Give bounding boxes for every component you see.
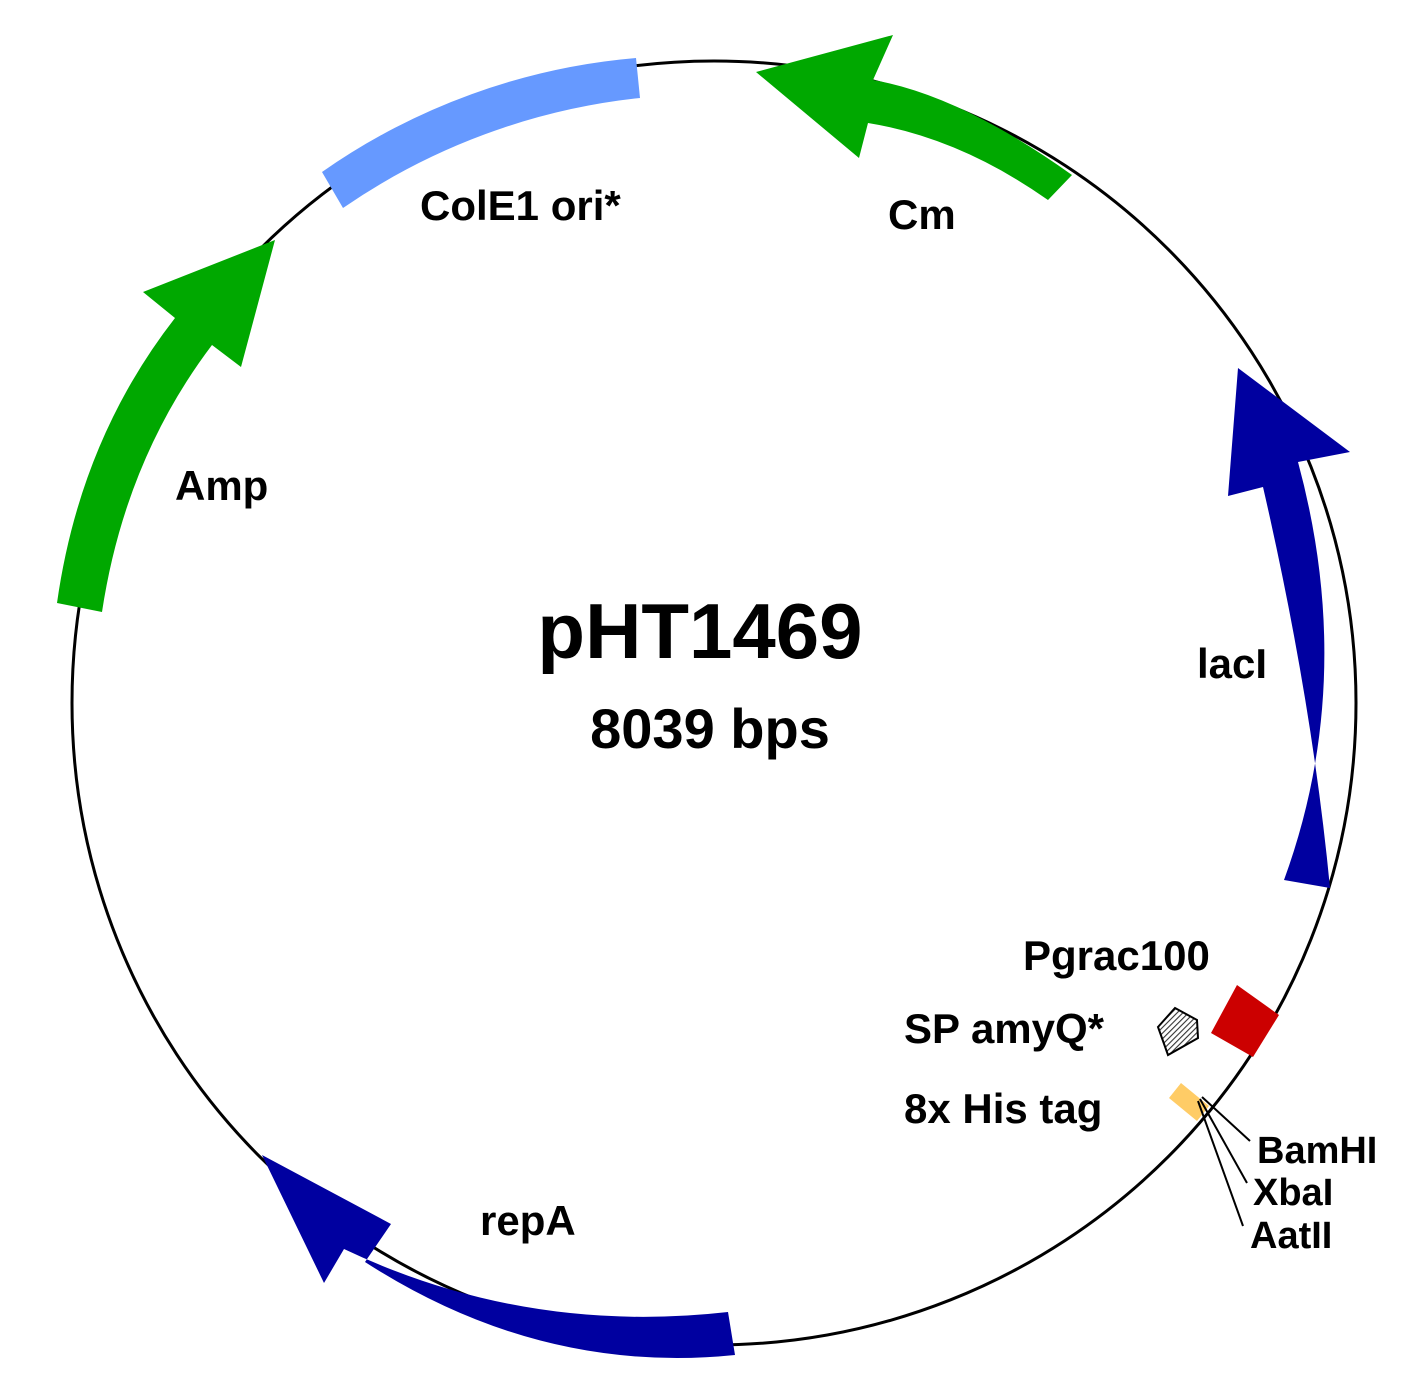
- xbai-label: XbaI: [1253, 1172, 1333, 1214]
- sp-amyq-label: SP amyQ*: [904, 1005, 1105, 1052]
- his-tag-label: 8x His tag: [904, 1085, 1102, 1132]
- cm-label: Cm: [888, 191, 956, 238]
- repa-label: repA: [480, 1197, 576, 1244]
- amp-arrow-feature: [57, 240, 275, 612]
- plasmid-name: pHT1469: [537, 587, 862, 675]
- sp-amyq-feature: [1156, 1006, 1200, 1057]
- pgrac100-feature: [1211, 985, 1279, 1057]
- laci-arrow-feature: [1228, 368, 1350, 888]
- restriction-site-leaders: [1197, 1096, 1251, 1227]
- cole1-ori-feature: [322, 58, 640, 208]
- amp-label: Amp: [175, 462, 268, 509]
- cm-arrow-feature: [756, 35, 1072, 200]
- aatii-label: AatII: [1250, 1215, 1332, 1257]
- plasmid-size: 8039 bps: [590, 697, 830, 760]
- his-tag-feature: [1169, 1083, 1209, 1121]
- pgrac100-label: Pgrac100: [1023, 932, 1210, 979]
- repa-arrow-feature: [262, 1155, 735, 1359]
- laci-label: lacI: [1197, 640, 1267, 687]
- bamhi-label: BamHI: [1257, 1130, 1377, 1172]
- cole1-label: ColE1 ori*: [420, 182, 621, 229]
